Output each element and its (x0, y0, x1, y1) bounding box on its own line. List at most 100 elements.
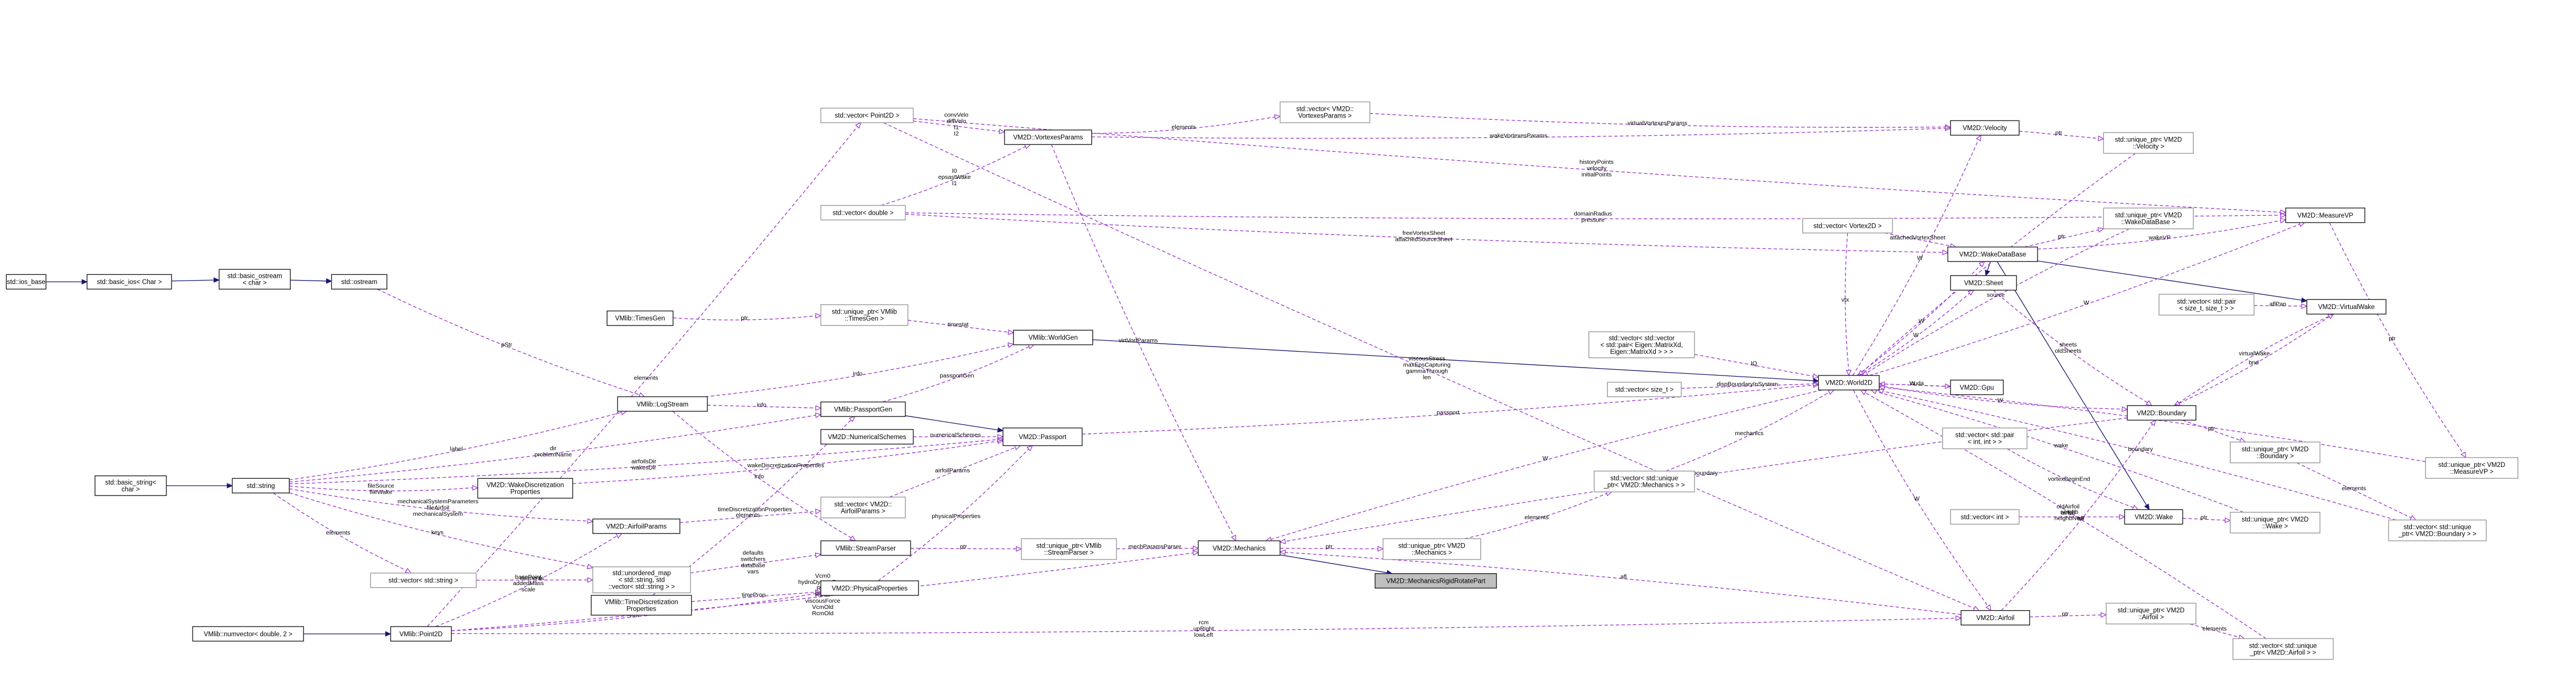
class-node-up-wakedatabase[interactable]: std::unique_ptr< VM2D::WakeDataBase > (2103, 207, 2194, 229)
class-node-numschemes[interactable]: VM2D::NumericalSchemes (820, 429, 914, 445)
class-node-vec-pair-size[interactable]: std::vector< std::pair< size_t, size_t >… (2159, 294, 2254, 316)
class-node-vec-up-mechanics[interactable]: std::vector< std::unique_ptr< VM2D::Mech… (1593, 470, 1695, 493)
class-node-up-velocity[interactable]: std::unique_ptr< VM2D::Velocity > (2103, 132, 2194, 154)
class-name: std::unordered_map< std::string, std::ve… (608, 570, 675, 591)
class-node-vec-string[interactable]: std::vector< std::string > (370, 573, 477, 589)
class-node-boundary[interactable]: VM2D::Boundary (2127, 405, 2197, 421)
edge-label: elements (1171, 124, 1196, 131)
usage-arrow (913, 118, 2287, 215)
class-node-airfoil[interactable]: VM2D::Airfoil (1960, 610, 2030, 625)
class-node-vec-vortex2d[interactable]: std::vector< Vortex2D > (1802, 218, 1893, 233)
class-name: VM2D::VirtualWake (2318, 304, 2375, 311)
usage-arrow (905, 214, 1949, 256)
class-node-unordered-map[interactable]: std::unordered_map< std::string, std::ve… (592, 566, 691, 594)
class-name: std::vector< VM2D::VortexesParams > (1296, 106, 1354, 120)
edge-label: ptr (1326, 544, 1333, 550)
class-node-wake[interactable]: VM2D::Wake (2124, 509, 2183, 525)
edge-label: passportGen (940, 372, 974, 379)
class-name: VMlib::PassportGen (834, 406, 892, 413)
class-node-world2d[interactable]: VM2D::World2D (1818, 375, 1880, 391)
class-node-vortexparams[interactable]: VM2D::VortexesParams (1004, 130, 1092, 145)
edge-label: cuda (1911, 380, 1924, 387)
usage-arrow (1279, 549, 1961, 615)
class-node-vec-double[interactable]: std::vector< double > (820, 205, 906, 220)
usage-arrow (910, 546, 1022, 552)
class-name: std::vector< double > (833, 210, 894, 216)
class-node-vec-airfoilparams[interactable]: std::vector< VM2D::AirfoilParams > (820, 496, 906, 519)
edge-label: info (757, 402, 766, 408)
class-node-timesgen[interactable]: VMlib::TimesGen (606, 310, 674, 326)
class-node-vec-pair-int[interactable]: std::vector< std::pair< int, int > > (1942, 427, 2028, 449)
inheritance-arrow (166, 483, 233, 489)
edge-label: source (1987, 291, 2005, 298)
class-node-virtualwake[interactable]: VM2D::VirtualWake (2306, 299, 2387, 315)
class-node-vec-vortexparams[interactable]: std::vector< VM2D::VortexesParams > (1279, 101, 1371, 123)
class-node-up-airfoil[interactable]: std::unique_ptr< VM2D::Airfoil > (2106, 603, 2197, 625)
usage-arrow (1051, 144, 1237, 542)
class-node-ios-base[interactable]: std::ios_base (6, 274, 47, 290)
edge-labels-layer: pStrptrtimestatinfoinfoinfolabelairfoils… (326, 112, 2396, 639)
class-node-passportgen[interactable]: VMlib::PassportGen (820, 401, 906, 417)
edge-label: wakeVortexesParams (1489, 132, 1548, 139)
class-name: std::vector< Vortex2D > (1814, 223, 1882, 229)
class-node-gpu[interactable]: VM2D::Gpu (1950, 379, 2004, 395)
class-node-vec-size-t[interactable]: std::vector< size_t > (1606, 382, 1682, 398)
class-node-vec-int[interactable]: std::vector< int > (1950, 509, 2020, 525)
class-node-up-mechanics[interactable]: std::unique_ptr< VM2D::Mechanics > (1383, 538, 1481, 560)
edge-label: elements (520, 575, 544, 582)
class-name: std::unique_ptr< VM2D::MeasureVP > (2439, 462, 2506, 475)
usage-arrow (2019, 514, 2126, 520)
usage-arrow (673, 312, 822, 320)
class-node-sheet[interactable]: VM2D::Sheet (1950, 275, 2017, 291)
class-node-numvector[interactable]: VMlib::numvector< double, 2 > (192, 626, 304, 642)
usage-arrow (289, 492, 594, 569)
class-node-vec-point2d[interactable]: std::vector< Point2D > (820, 107, 914, 123)
class-node-basic-ostream[interactable]: std::basic_ostream< char > (219, 269, 291, 290)
class-node-logstream[interactable]: VMlib::LogStream (617, 396, 708, 412)
edge-label: mechParamsParser (1129, 544, 1181, 550)
usage-arrow (1280, 546, 1384, 552)
edge-label: IQ (1751, 360, 1757, 367)
class-node-measurevp[interactable]: VM2D::MeasureVP (2285, 207, 2365, 223)
class-node-up-timesgen[interactable]: std::unique_ptr< VMlib::TimesGen > (820, 304, 909, 326)
class-name: std::vector< std::string > (389, 578, 458, 585)
usage-arrow (1852, 134, 1981, 376)
class-node-basic-ios[interactable]: std::basic_ios< Char > (86, 274, 172, 290)
usage-arrow (707, 404, 822, 411)
class-node-vec-eigen[interactable]: std::vector< std::vector< std::pair< Eig… (1588, 331, 1695, 358)
class-node-ostream[interactable]: std::ostream (331, 274, 387, 290)
inheritance-arrow (1997, 261, 2150, 511)
edge-label: attachedVortexSheet (1890, 235, 1945, 241)
class-node-passport[interactable]: VM2D::Passport (1002, 427, 1083, 447)
class-node-up-measurevp[interactable]: std::unique_ptr< VM2D::MeasureVP > (2425, 457, 2519, 479)
class-node-airfoilparams[interactable]: VM2D::AirfoilParams (592, 518, 680, 534)
usage-arrow (451, 615, 1962, 635)
edge-label: info (853, 370, 862, 377)
class-node-point2d[interactable]: VMlib::Point2D (390, 626, 452, 642)
class-node-vec-up-airfoil[interactable]: std::vector< std::unique_ptr< VM2D::Airf… (2232, 638, 2334, 660)
class-node-mrfp[interactable]: VM2D::MechanicsRigidRotatePart (1375, 573, 1497, 589)
class-node-string[interactable]: std::string (232, 478, 290, 494)
class-node-velocity[interactable]: VM2D::Velocity (1950, 120, 2020, 136)
class-node-physprops[interactable]: VM2D::PhysicalProperties (820, 580, 919, 596)
class-node-wakedatabase[interactable]: VM2D::WakeDataBase (1947, 247, 2038, 262)
inheritance-arrow (2038, 260, 2308, 303)
class-node-up-streamparser[interactable]: std::unique_ptr< VMlib::StreamParser > (1021, 538, 1117, 560)
class-node-mechanics[interactable]: VM2D::Mechanics (1197, 540, 1281, 556)
class-node-vec-up-boundary[interactable]: std::vector< std::unique_ptr< VM2D::Boun… (2388, 519, 2487, 541)
usage-arrow (672, 411, 857, 541)
class-node-streamparser[interactable]: VMlib::StreamParser (820, 540, 911, 556)
class-node-worldgen[interactable]: VMlib::WorldGen (1013, 329, 1093, 345)
edge-label: numericalSchemes (930, 432, 981, 439)
class-node-basic-string[interactable]: std::basic_string<char > (94, 475, 167, 496)
edge-label: W (1918, 318, 1924, 324)
class-name: std::unique_ptr< VM2D::Mechanics > (1398, 543, 1466, 557)
class-node-up-boundary[interactable]: std::unique_ptr< VM2D::Boundary > (2230, 441, 2321, 464)
edge-label: elements (1525, 514, 1549, 521)
class-node-up-wake[interactable]: std::unique_ptr< VM2D::Wake > (2230, 512, 2321, 534)
